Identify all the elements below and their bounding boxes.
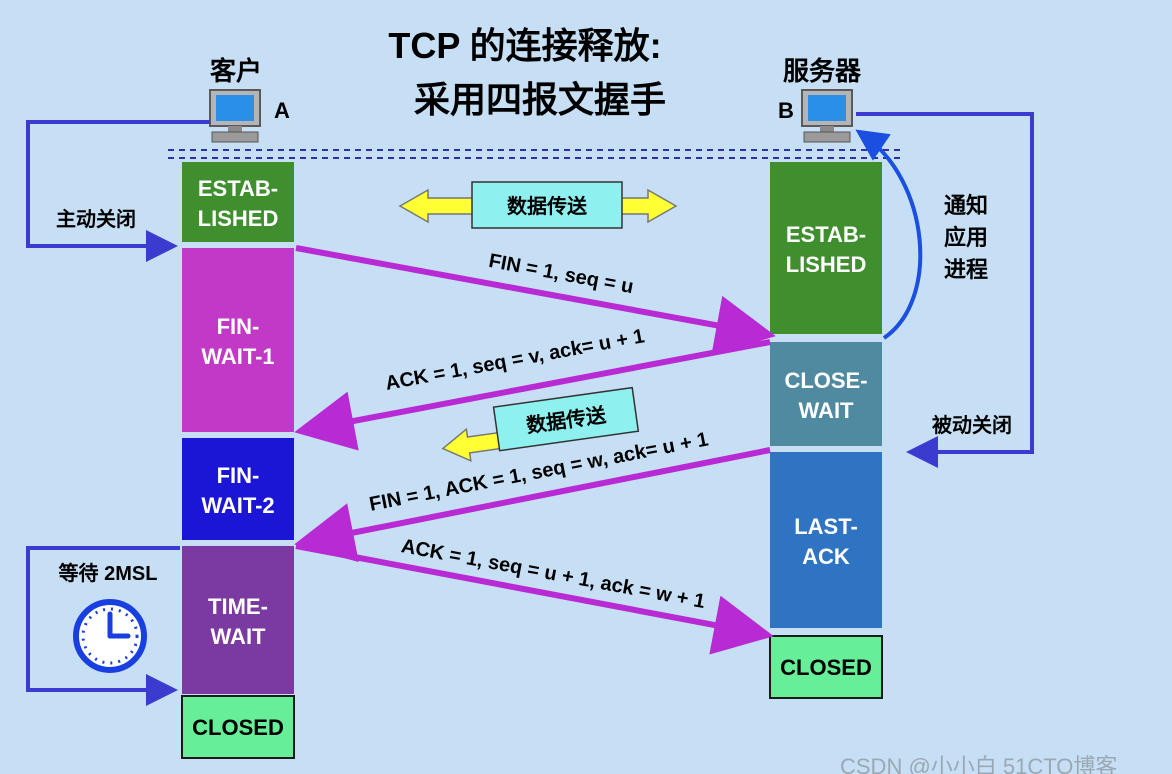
- ack2-arrow: [295, 543, 774, 655]
- server-state-1-box: [770, 342, 882, 446]
- server-label: 服务器: [783, 56, 862, 86]
- client-state-1-box: [182, 248, 294, 432]
- wait-2msl-arrow: [26, 546, 180, 706]
- passive-close-label: 被动关闭: [932, 413, 1012, 437]
- server-state-0-box: [770, 162, 882, 334]
- title-line-2: 采用四报文握手: [414, 79, 666, 120]
- active-close-arrow: [26, 120, 210, 262]
- client-state-3-line-2: WAIT: [211, 624, 267, 649]
- client-state-0-line-1: ESTAB-: [198, 176, 278, 201]
- data-transfer-top: 数据传送: [398, 181, 678, 229]
- watermark: CSDN @小小白 51CTO博客: [840, 754, 1117, 774]
- client-computer-icon: [209, 89, 261, 143]
- client-state-4-line-1: CLOSED: [192, 715, 284, 740]
- server-state-1-line-2: WAIT: [799, 398, 855, 423]
- client-state-column: ESTAB-LISHEDFIN-WAIT-1FIN-WAIT-2TIME-WAI…: [181, 162, 295, 759]
- wait-2msl-label: 等待 2MSL: [59, 561, 158, 585]
- server-state-2-line-2: ACK: [802, 544, 850, 569]
- client-state-3-box: [182, 546, 294, 694]
- ack1-arrow: [294, 339, 771, 451]
- clock-icon: [73, 599, 147, 673]
- notify-app-arrow: [855, 129, 923, 340]
- server-state-1-line-1: CLOSE-: [784, 368, 867, 393]
- client-state-2-box: [182, 438, 294, 540]
- ack1-label: ACK = 1, seq = v, ack= u + 1: [384, 325, 647, 395]
- client-state-1-line-1: FIN-: [217, 314, 260, 339]
- client-state-4-box: [181, 695, 295, 759]
- fin1-label: FIN = 1, seq = u: [487, 250, 635, 298]
- fin2-arrow: [294, 447, 771, 563]
- server-state-2-line-1: LAST-: [794, 514, 858, 539]
- active-close-label: 主动关闭: [56, 207, 136, 231]
- server-computer-icon: [801, 89, 853, 143]
- passive-close-arrow: [856, 112, 1034, 468]
- title-line-1: TCP 的连接释放:: [388, 25, 661, 66]
- client-state-2-line-1: FIN-: [217, 463, 260, 488]
- client-letter: A: [274, 98, 290, 123]
- client-state-0-box: [182, 162, 294, 242]
- client-state-0-line-2: LISHED: [198, 206, 279, 231]
- client-state-1-line-2: WAIT-1: [201, 344, 274, 369]
- server-state-0-line-2: LISHED: [786, 252, 867, 277]
- server-state-3-line-1: CLOSED: [780, 655, 872, 680]
- client-state-2-line-2: WAIT-2: [201, 493, 274, 518]
- client-state-3-line-1: TIME-: [208, 594, 268, 619]
- notify-app-line-3: 进程: [944, 257, 988, 282]
- data-transfer-mid: 数据传送: [441, 386, 640, 463]
- server-state-2-box: [770, 452, 882, 628]
- server-state-column: ESTAB- LISHED CLOSE- WAIT LAST- ACK CLOSED: [769, 162, 883, 699]
- data-transfer-top-label: 数据传送: [507, 194, 588, 218]
- server-letter: B: [778, 98, 794, 123]
- server-state-0-line-1: ESTAB-: [786, 222, 866, 247]
- notify-app-line-2: 应用: [944, 225, 988, 250]
- server-state-3-box: [769, 635, 883, 699]
- fin1-arrow: [295, 245, 776, 355]
- notify-app-line-1: 通知: [944, 193, 988, 218]
- client-label: 客户: [210, 56, 262, 86]
